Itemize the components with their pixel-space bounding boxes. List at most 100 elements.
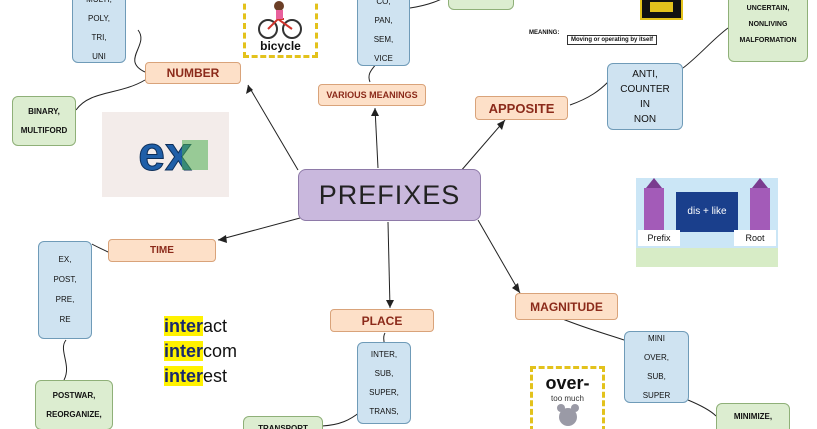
curve-various-top: [409, 0, 441, 9]
category-time-label: TIME: [150, 245, 174, 256]
example-postwar: POSTWAR, REORGANIZE,: [35, 380, 113, 429]
list-item: VICE: [374, 54, 393, 63]
connector-place: [387, 221, 391, 309]
category-various-label: VARIOUS MEANINGS: [326, 90, 418, 100]
bicycle-image: bicycle: [243, 0, 318, 58]
list-item: TRANSPORT: [258, 424, 308, 429]
example-transport: TRANSPORT: [243, 416, 323, 429]
inter-prefix: inter: [164, 316, 204, 336]
category-number-label: NUMBER: [166, 66, 220, 80]
list-number: MULTI, POLY, TRI, UNI: [72, 0, 126, 63]
list-item: UNI: [92, 51, 106, 61]
list-magnitude: MINI OVER, SUB, SUPER: [624, 331, 689, 403]
category-apposite-label: APPOSITE: [488, 100, 555, 116]
bicycle-label: bicycle: [260, 39, 301, 53]
center-label: PREFIXES: [318, 179, 461, 210]
list-item: PRE,: [55, 295, 75, 304]
curve-time-postwar: [62, 339, 68, 381]
center-node: PREFIXES: [298, 169, 481, 221]
meaning-tag: MEANING:: [529, 30, 560, 36]
list-item: MALFORMATION: [739, 37, 797, 44]
list-item: INTER,: [370, 350, 398, 359]
example-various-top: [448, 0, 514, 10]
list-item: RE: [59, 315, 71, 324]
inter-rest: act: [203, 316, 228, 336]
category-place-label: PLACE: [361, 313, 403, 328]
list-item: COUNTER: [620, 83, 670, 95]
list-item: ANTI,: [632, 68, 658, 80]
connector-time: [217, 217, 301, 241]
category-place: PLACE: [330, 309, 434, 332]
list-various: CO, PAN, SEM, VICE: [357, 0, 410, 66]
list-item: SUPER: [642, 391, 671, 400]
arrowhead-number: [246, 85, 253, 94]
category-number: NUMBER: [145, 62, 241, 84]
curve-apposite-top: [682, 27, 729, 69]
over-title: over-: [545, 373, 590, 393]
list-item: SUB,: [647, 372, 666, 381]
example-binary: BINARY, MULTIFORD: [12, 96, 76, 146]
list-item: SUPER,: [369, 388, 399, 397]
list-item: NONLIVING: [748, 21, 788, 28]
list-item: MINI: [648, 334, 665, 343]
bicycle-icon: [258, 1, 302, 39]
ex-word-cloud-image: ex: [102, 112, 229, 197]
list-item: OVER,: [644, 353, 669, 362]
list-item: REORGANIZE,: [46, 410, 102, 419]
category-various-meanings: VARIOUS MEANINGS: [318, 84, 426, 106]
curve-magnitude-list: [559, 317, 625, 341]
list-item: MULTI,: [86, 0, 112, 9]
curve-magnitude-minimize: [687, 399, 717, 417]
meaning-text: Moving or operating by itself: [567, 35, 658, 45]
inter-word-3: interest: [164, 366, 227, 387]
inter-word-2: intercom: [164, 341, 237, 362]
list-item: POLY,: [88, 13, 110, 23]
connector-magnitude: [477, 219, 521, 294]
category-apposite: APPOSITE: [475, 96, 568, 120]
connector-various: [374, 107, 379, 169]
list-item: NON: [633, 113, 657, 125]
curve-number-list: [134, 29, 146, 73]
curve-time-list: [91, 243, 109, 253]
over-too-much-image: over- too much: [530, 366, 605, 429]
list-item: EX,: [58, 255, 72, 264]
category-time: TIME: [108, 239, 216, 262]
list-item: IN: [640, 98, 650, 110]
example-minimize: MINIMIZE,: [716, 403, 790, 429]
list-item: CO,: [376, 0, 391, 6]
list-apposite: ANTI, COUNTER IN NON: [607, 63, 683, 130]
list-time: EX, POST, PRE, RE: [38, 241, 92, 339]
list-item: MULTIFORD: [20, 126, 68, 135]
dislike-word: dis + like: [687, 206, 727, 217]
arrowhead-various: [371, 108, 379, 116]
list-place: INTER, SUB, SUPER, TRANS,: [357, 342, 411, 424]
arrowhead-magnitude: [512, 283, 520, 293]
list-item: BINARY,: [28, 107, 60, 116]
curve-apposite-list: [569, 81, 609, 106]
example-uncertain: UNCERTAIN, NONLIVING MALFORMATION: [728, 0, 808, 62]
connector-number: [247, 84, 299, 171]
category-magnitude: MAGNITUDE: [515, 293, 618, 320]
dislike-root-label: Root: [745, 233, 765, 243]
list-item: PAN,: [374, 16, 393, 25]
list-item: UNCERTAIN,: [746, 5, 790, 12]
inter-prefix: inter: [164, 341, 204, 361]
dislike-prefix-root-image: dis + like Prefix Root: [636, 178, 778, 267]
list-item: POST,: [53, 275, 77, 284]
curve-place-transport: [321, 411, 361, 427]
mouse-icon: [557, 404, 579, 426]
inter-rest: com: [203, 341, 238, 361]
arrowhead-apposite: [497, 120, 505, 130]
dislike-prefix-label: Prefix: [647, 233, 671, 243]
inter-word-1: interact: [164, 316, 227, 337]
inter-prefix: inter: [164, 366, 204, 386]
arrowhead-place: [386, 300, 394, 308]
list-item: TRI,: [91, 32, 107, 42]
car-sign-icon: [640, 0, 683, 20]
over-subtitle: too much: [551, 394, 584, 403]
category-magnitude-label: MAGNITUDE: [530, 299, 603, 314]
list-item: SEM,: [373, 35, 394, 44]
connector-apposite: [459, 119, 506, 173]
